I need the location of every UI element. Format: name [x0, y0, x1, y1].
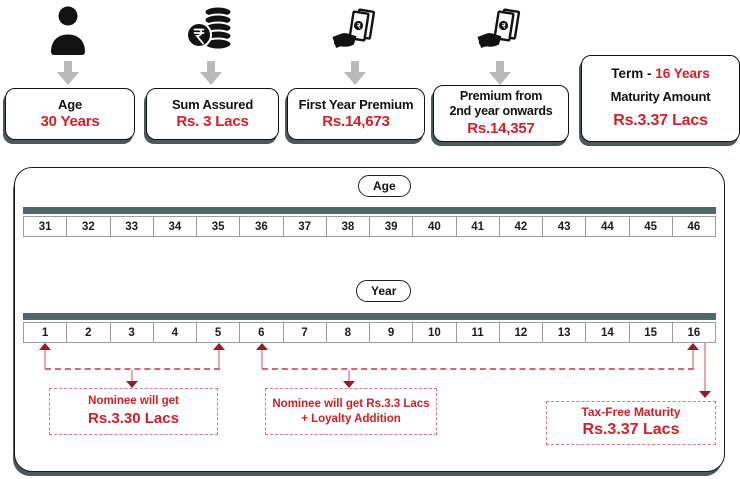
age-cell: 41 [457, 217, 500, 236]
term-line: Term - 16 Years [611, 66, 710, 83]
year-cell: 9 [370, 323, 414, 342]
down-arrowhead-note2 [343, 381, 355, 388]
sum-assured-card: Sum Assured Rs. 3 Lacs [146, 88, 279, 140]
stem-note3 [704, 343, 706, 391]
year-cell: 10 [413, 323, 457, 342]
age-card: Age 30 Years [5, 88, 135, 140]
down-arrow-icon [57, 61, 79, 85]
age-cell: 44 [586, 217, 630, 236]
age-cell: 31 [24, 217, 68, 236]
sum-assured-value: Rs. 3 Lacs [176, 112, 249, 130]
age-cell: 36 [240, 217, 284, 236]
hand-money-icon [332, 8, 376, 48]
rupee-coins-icon [186, 5, 233, 51]
down-arrow-icon [489, 61, 511, 85]
age-pill-label: Age [358, 175, 411, 197]
up-arrowhead-year5 [213, 343, 225, 350]
renewal-premium-value: Rs.14,357 [467, 119, 535, 137]
year-cell: 2 [67, 323, 111, 342]
maturity-amount-label: Maturity Amount [610, 88, 711, 104]
hand-money-icon [477, 8, 521, 48]
stem-year16 [692, 350, 694, 369]
renewal-premium-card: Premium from 2nd year onwards Rs.14,357 [433, 85, 569, 142]
age-cell: 34 [154, 217, 197, 236]
year-timeline-bar [23, 313, 716, 320]
renewal-premium-label-line1: Premium from [459, 88, 543, 103]
age-cell: 38 [327, 217, 370, 236]
year-cell: 16 [687, 326, 701, 339]
year-cell: 15 [630, 323, 673, 342]
age-timeline-bar [23, 207, 716, 214]
term-value: 16 Years [655, 65, 710, 81]
year-cell: 12 [500, 323, 543, 342]
stem-year5 [218, 350, 220, 369]
stem-year6 [261, 350, 263, 369]
first-year-premium-label: First Year Premium [298, 96, 414, 112]
first-year-premium-card: First Year Premium Rs.14,673 [287, 88, 425, 140]
year-cell: 13 [543, 323, 587, 342]
age-cell: 46 [687, 220, 701, 233]
up-arrowhead-year1 [39, 343, 51, 350]
nominee-note-2: Nominee will get Rs.3.3 Lacs + Loyalty A… [265, 388, 437, 435]
age-cell: 39 [370, 217, 414, 236]
renewal-premium-label-line2: 2nd year onwards [449, 104, 553, 119]
term-label: Term [611, 65, 644, 81]
age-cell: 37 [284, 217, 327, 236]
nominee-note-1-line2: Rs.3.30 Lacs [88, 410, 179, 428]
nominee-note-1: Nominee will get Rs.3.30 Lacs [49, 388, 218, 435]
year-cell: 14 [586, 323, 630, 342]
term-dash: - [643, 65, 656, 81]
person-icon [51, 6, 85, 55]
age-card-label: Age [58, 96, 82, 112]
down-arrowhead-note1 [126, 381, 138, 388]
maturity-note-line2: Rs.3.37 Lacs [582, 421, 680, 439]
up-arrowhead-year6 [256, 343, 268, 350]
year-cell: 6 [240, 323, 284, 342]
age-cell: 35 [197, 217, 241, 236]
stem-note2 [348, 370, 350, 381]
term-maturity-card: Term - 16 Years Maturity Amount Rs.3.37 … [581, 55, 740, 142]
year-cell: 1 [24, 323, 68, 342]
maturity-note-line1: Tax-Free Maturity [581, 404, 681, 419]
year-cell: 4 [154, 323, 197, 342]
nominee-note-2-line2: + Loyalty Addition [301, 412, 401, 425]
age-cell: 40 [413, 217, 457, 236]
year-pill-label: Year [356, 280, 412, 302]
age-cell: 42 [500, 217, 543, 236]
down-arrow-icon [344, 61, 366, 85]
bracket-years-1-5 [45, 368, 220, 370]
year-cell: 3 [111, 323, 154, 342]
age-cell: 45 [630, 217, 673, 236]
maturity-amount-value: Rs.3.37 Lacs [613, 112, 708, 130]
tax-free-maturity-note: Tax-Free Maturity Rs.3.37 Lacs [546, 401, 716, 445]
year-cell: 5 [197, 323, 241, 342]
up-arrowhead-year16 [687, 343, 699, 350]
age-card-value: 30 Years [40, 112, 100, 130]
down-arrowhead-note3 [699, 391, 711, 398]
age-cell: 43 [543, 217, 587, 236]
nominee-note-2-line1: Nominee will get Rs.3.3 Lacs [272, 397, 430, 410]
bracket-years-6-16 [262, 368, 694, 370]
nominee-note-1-line1: Nominee will get [88, 395, 179, 408]
sum-assured-label: Sum Assured [171, 96, 254, 112]
age-cell: 32 [67, 217, 111, 236]
stem-year1 [44, 350, 46, 369]
first-year-premium-value: Rs.14,673 [322, 112, 390, 130]
down-arrow-icon [200, 61, 222, 85]
stem-note1 [131, 370, 133, 381]
year-cell: 8 [327, 323, 370, 342]
year-cell: 11 [457, 323, 500, 342]
age-cell: 33 [111, 217, 154, 236]
year-cell: 7 [284, 323, 327, 342]
